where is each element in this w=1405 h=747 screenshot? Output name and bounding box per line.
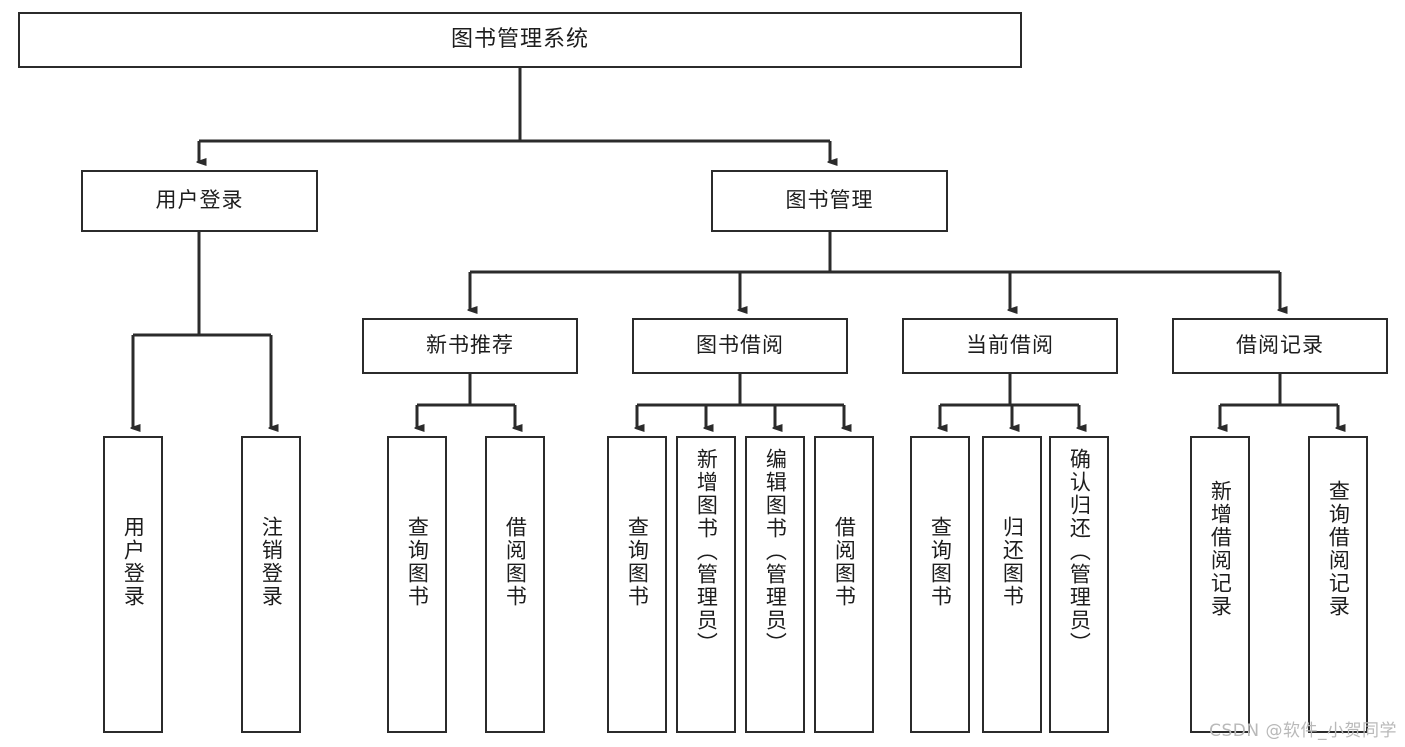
node-user-login[interactable]: 用户登录 <box>81 170 318 232</box>
node-book-borrow-label: 图书借阅 <box>696 333 784 358</box>
node-book-manage[interactable]: 图书管理 <box>711 170 948 232</box>
node-leaf-query-book-borrow-label: 查询图书 <box>625 516 650 608</box>
node-leaf-borrow-book-rec[interactable]: 借阅图书 <box>485 436 545 733</box>
node-leaf-query-book-cur-label: 查询图书 <box>928 516 953 608</box>
node-leaf-borrow-book-rec-label: 借阅图书 <box>503 516 528 608</box>
node-leaf-user-login-label: 用户登录 <box>121 516 146 608</box>
node-leaf-borrow-book-label: 借阅图书 <box>832 516 857 608</box>
node-current-borrow[interactable]: 当前借阅 <box>902 318 1118 374</box>
node-leaf-return-book[interactable]: 归还图书 <box>982 436 1042 733</box>
node-leaf-confirm-return[interactable]: 确认归还（管理员） <box>1049 436 1109 733</box>
node-new-book-rec-label: 新书推荐 <box>426 333 514 358</box>
node-leaf-confirm-return-label: 确认归还（管理员） <box>1067 448 1092 655</box>
node-leaf-edit-book-label: 编辑图书（管理员） <box>763 448 788 655</box>
node-root-label: 图书管理系统 <box>450 26 589 52</box>
node-borrow-record[interactable]: 借阅记录 <box>1172 318 1388 374</box>
node-book-manage-label: 图书管理 <box>785 188 874 213</box>
node-leaf-query-book-rec[interactable]: 查询图书 <box>387 436 447 733</box>
watermark-text: CSDN @软件_小贺同学 <box>1209 721 1397 741</box>
node-leaf-user-login[interactable]: 用户登录 <box>103 436 163 733</box>
node-book-borrow[interactable]: 图书借阅 <box>632 318 848 374</box>
node-leaf-query-book-rec-label: 查询图书 <box>405 516 430 608</box>
node-leaf-return-book-label: 归还图书 <box>1000 516 1025 608</box>
node-root[interactable]: 图书管理系统 <box>18 12 1022 68</box>
node-leaf-query-book-cur[interactable]: 查询图书 <box>910 436 970 733</box>
node-leaf-edit-book[interactable]: 编辑图书（管理员） <box>745 436 805 733</box>
node-leaf-add-book-label: 新增图书（管理员） <box>694 448 719 655</box>
node-current-borrow-label: 当前借阅 <box>966 333 1054 358</box>
node-leaf-query-record[interactable]: 查询借阅记录 <box>1308 436 1368 733</box>
node-leaf-add-book[interactable]: 新增图书（管理员） <box>676 436 736 733</box>
node-leaf-logout-label: 注销登录 <box>259 516 284 608</box>
node-user-login-label: 用户登录 <box>155 188 244 213</box>
node-leaf-add-record[interactable]: 新增借阅记录 <box>1190 436 1250 733</box>
node-leaf-logout[interactable]: 注销登录 <box>241 436 301 733</box>
node-leaf-borrow-book[interactable]: 借阅图书 <box>814 436 874 733</box>
node-leaf-query-book-borrow[interactable]: 查询图书 <box>607 436 667 733</box>
node-leaf-add-record-label: 新增借阅记录 <box>1208 480 1233 618</box>
node-borrow-record-label: 借阅记录 <box>1236 333 1324 358</box>
node-new-book-rec[interactable]: 新书推荐 <box>362 318 578 374</box>
node-leaf-query-record-label: 查询借阅记录 <box>1326 480 1351 618</box>
